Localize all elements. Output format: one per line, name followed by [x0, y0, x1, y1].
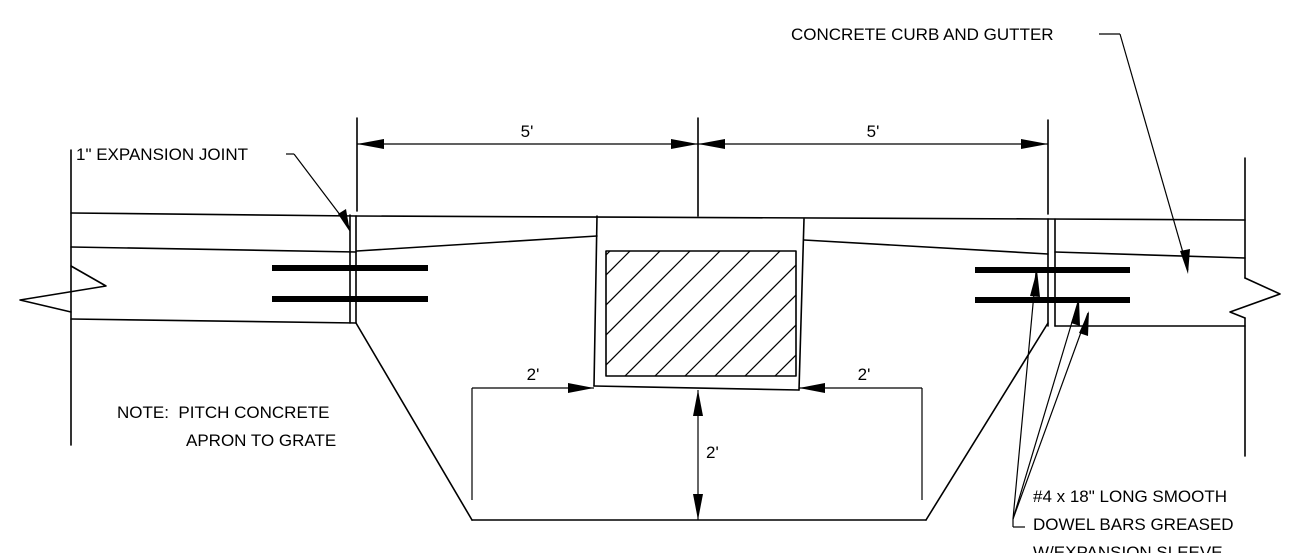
curb-gutter-label: CONCRETE CURB AND GUTTER: [791, 25, 1054, 44]
right-curb-section: [1047, 119, 1281, 457]
grate-inlet: [593, 215, 805, 391]
dim-right-5-label: 5': [867, 122, 880, 141]
note: NOTE: PITCH CONCRETE APRON TO GRATE: [117, 403, 336, 450]
grate-hatch: [606, 251, 796, 376]
dowel-label-line-1: #4 x 18" LONG SMOOTH: [1033, 487, 1227, 506]
dowel-bars: [272, 265, 1130, 303]
apron-outline: [355, 322, 1049, 521]
apron-surface: [355, 117, 1049, 255]
dim-depth-2-label: 2': [706, 443, 719, 462]
dim-left-2-label: 2': [527, 365, 540, 384]
dowel-label-line-3: W/EXPANSION SLEEVE: [1033, 543, 1223, 553]
left-curb-section: [19, 117, 358, 446]
top-dimension: 5' 5': [357, 122, 1048, 149]
curb-gutter-callout: CONCRETE CURB AND GUTTER: [791, 25, 1190, 274]
note-line-2: APRON TO GRATE: [186, 431, 336, 450]
note-line-1: NOTE: PITCH CONCRETE: [117, 403, 330, 422]
dowel-label-line-2: DOWEL BARS GREASED: [1033, 515, 1234, 534]
dowel-callout: #4 x 18" LONG SMOOTH DOWEL BARS GREASED …: [1012, 270, 1234, 553]
expansion-joint-label: 1" EXPANSION JOINT: [76, 145, 248, 164]
dim-left-5-label: 5': [521, 122, 534, 141]
expansion-joint-callout: 1" EXPANSION JOINT: [76, 145, 351, 232]
dim-right-2-label: 2': [858, 365, 871, 384]
lower-dimensions: 2' 2' 2': [471, 365, 923, 520]
